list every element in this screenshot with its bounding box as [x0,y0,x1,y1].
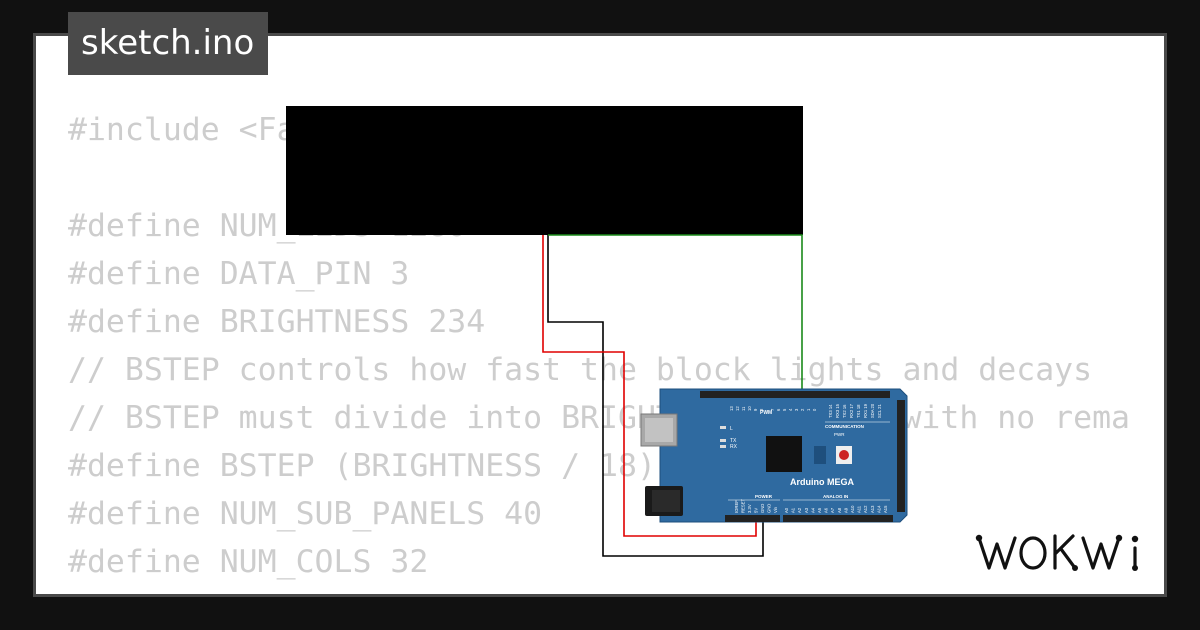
pin-label: SCL 21 [877,404,882,418]
mcu-chip [766,436,802,472]
pin-label: A2 [797,507,802,513]
wire-data[interactable] [548,234,803,392]
code-line: // BSTEP controls how fast the block lig… [68,352,1093,388]
label-led-tx: TX [730,438,737,444]
pin-label: Vin [773,506,778,513]
wire-gnd[interactable] [547,235,764,557]
board-name: Arduino MEGA [790,477,854,487]
pin-label: 9 [753,408,758,411]
pin-label: RX2 17 [849,403,854,418]
pin-label: IOREF [734,500,739,513]
pin-label: GND [767,504,772,513]
pin-label: A11 [857,505,862,513]
pin-label: A6 [824,507,829,513]
pin-label: GND [760,504,765,513]
label-led-l: L [730,426,733,432]
pin-label: 6 [776,408,781,411]
pin-label: 5V [754,508,759,513]
label-pwr: PWR [834,432,845,437]
file-tab-title: sketch.ino [81,23,255,63]
pin-label: TX1 18 [856,404,861,418]
pin-label: TX3 14 [828,404,833,418]
pin-label: A0 [784,507,789,513]
code-line: #define BRIGHTNESS 234 [68,304,486,340]
arduino-mega-board[interactable]: L TX RX PWM COMMUNICATION PWR Arduino ME… [640,388,908,523]
pin-label: 12 [735,406,740,411]
pin-label: 13 [729,406,734,411]
wire-vcc[interactable] [542,235,757,537]
label-power: POWER [755,494,773,499]
pin-label: 10 [747,406,752,411]
pin-label: A8 [837,507,842,513]
pin-label: A14 [876,505,881,513]
header-bottom-power [725,515,780,522]
wokwi-logo [975,534,1139,571]
pin-label: A7 [830,507,835,513]
pin-label: 3.3V [747,504,752,513]
label-communication: COMMUNICATION [825,424,864,429]
pin-label: 4 [788,408,793,411]
label-analog-in: ANALOG IN [823,494,848,499]
code-line: #define NUM_COLS 32 [68,544,429,580]
pin-label: SDA 20 [870,403,875,418]
pin-label: A4 [810,507,815,513]
file-tab[interactable]: sketch.ino [68,12,269,75]
led-tx [720,439,726,442]
led-matrix-panel[interactable] [286,106,803,235]
pin-label: RESET [741,499,746,513]
pin-label: A12 [863,505,868,513]
pin-label: A1 [791,507,796,513]
code-line: #define BSTEP (BRIGHTNESS / 18) [68,448,656,484]
pin-label: 0 [812,408,817,411]
pin-label: A3 [804,507,809,513]
pin-label: 11 [741,406,746,411]
pin-label: A5 [817,507,822,513]
label-pwm: PWM [760,410,772,416]
header-right [897,400,905,512]
led-rx [720,445,726,448]
code-line: #define NUM_ROWS 8 [68,586,1132,594]
pin-label: 8 [759,408,764,411]
led-l [720,426,726,429]
pin-label: RX1 19 [863,403,868,418]
pin-label: TX2 16 [842,404,847,418]
pin-label: A13 [870,505,875,513]
header-top [700,391,890,398]
code-line: #define DATA_PIN 3 [68,256,410,292]
code-line: #define NUM_SUB_PANELS 40 [68,496,543,532]
pin-label: 5 [782,408,787,411]
header-bottom-analog [783,515,893,522]
pin-label: A10 [850,505,855,513]
pin-label: 2 [800,408,805,411]
pin-label: 3 [794,408,799,411]
pin-label: RX3 15 [835,403,840,418]
pin-label: A9 [843,507,848,513]
pin-label: 1 [806,408,811,411]
pin-label: A15 [883,505,888,513]
label-led-rx: RX [730,444,738,450]
pin-label: 7 [770,408,775,411]
